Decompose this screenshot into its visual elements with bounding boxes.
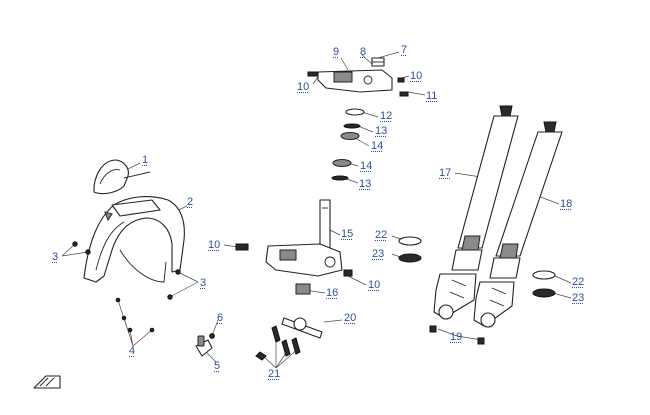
callout-6[interactable]: 6 (217, 312, 224, 324)
callout-13-upper[interactable]: 13 (375, 125, 388, 137)
leader-lines (61, 51, 572, 369)
callout-10-top-left[interactable]: 10 (297, 81, 310, 93)
callout-10-top-right[interactable]: 10 (410, 70, 423, 82)
callout-18[interactable]: 18 (560, 198, 573, 210)
callout-23-left[interactable]: 23 (372, 248, 385, 260)
fender-bolts (72, 241, 181, 333)
right-fork-leg (473, 121, 563, 345)
callout-14-lower[interactable]: 14 (360, 160, 373, 172)
callout-22-right[interactable]: 22 (572, 276, 585, 288)
callout-9[interactable]: 9 (333, 46, 340, 58)
fork-seals (398, 236, 556, 298)
callout-10-mid-right[interactable]: 10 (368, 279, 381, 291)
front-fender (83, 196, 185, 283)
stem-nut (371, 57, 385, 67)
front-axle (255, 317, 323, 361)
headlight-cowl (93, 159, 151, 195)
callout-8[interactable]: 8 (360, 46, 367, 58)
callout-15[interactable]: 15 (341, 228, 354, 240)
callout-16[interactable]: 16 (326, 287, 339, 299)
callout-12[interactable]: 12 (380, 110, 393, 122)
callout-4[interactable]: 4 (129, 345, 136, 357)
callout-13-lower[interactable]: 13 (359, 178, 372, 190)
callout-21[interactable]: 21 (268, 368, 281, 380)
callout-22-left[interactable]: 22 (375, 229, 388, 241)
callout-11[interactable]: 11 (426, 90, 438, 102)
callout-2[interactable]: 2 (187, 196, 194, 208)
callout-19[interactable]: 19 (450, 331, 463, 343)
callout-5[interactable]: 5 (214, 360, 221, 372)
steering-bearings (331, 108, 365, 181)
speed-sensor (195, 333, 215, 357)
callout-23-right[interactable]: 23 (572, 292, 585, 304)
callout-1[interactable]: 1 (142, 154, 149, 166)
callout-14-upper[interactable]: 14 (371, 140, 384, 152)
lower-triple-clamp (235, 199, 353, 277)
callout-3-right[interactable]: 3 (200, 277, 207, 289)
callout-20[interactable]: 20 (344, 312, 357, 324)
callout-17[interactable]: 17 (439, 167, 452, 179)
top-triple-clamp (307, 69, 409, 97)
manufacturer-logo-icon (33, 375, 61, 389)
callout-10-mid-left[interactable]: 10 (208, 239, 221, 251)
callout-7[interactable]: 7 (401, 44, 408, 56)
callout-3-left[interactable]: 3 (52, 251, 59, 263)
stem-bearing-nut (295, 283, 311, 295)
left-fork-leg (429, 105, 519, 333)
